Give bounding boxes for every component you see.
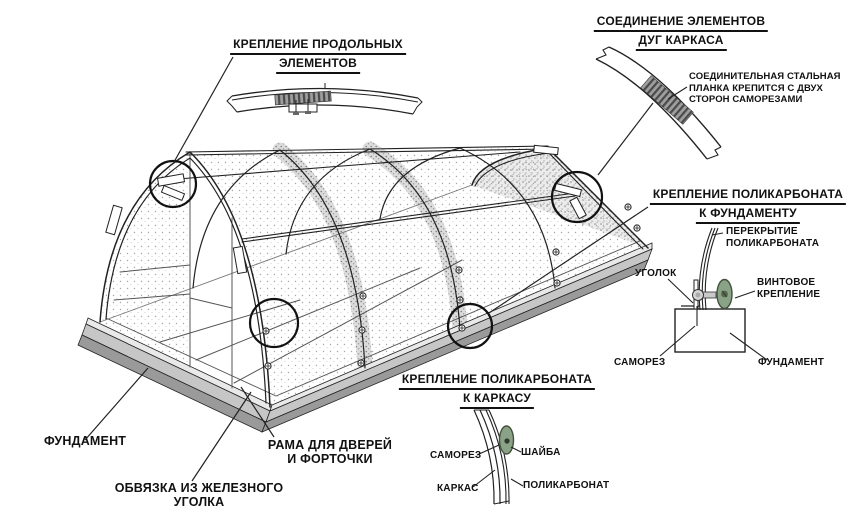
label-frame: КАРКАС [437,483,479,494]
label-door-frame-line2: И ФОРТОЧКИ [287,452,373,466]
title-poly-foundation: КРЕПЛЕНИЕ ПОЛИКАРБОНАТА К ФУНДАМЕНТУ [649,186,847,224]
title-longitudinal-line2: ЭЛЕМЕНТОВ [275,55,361,74]
detail-frame-drawing [472,409,524,505]
label-door-frame: РАМА ДЛЯ ДВЕРЕЙ И ФОРТОЧКИ [268,438,392,466]
title-longitudinal: КРЕПЛЕНИЕ ПРОДОЛЬНЫХ ЭЛЕМЕНТОВ [230,36,406,74]
label-overlap: ПЕРЕКРЫТИЕ ПОЛИКАРБОНАТА [726,226,819,249]
callout-lines [84,56,654,482]
longitudinal-stringers [164,145,576,243]
circle-longitudinal-joint [148,159,198,209]
detail-foundation-pointers [659,232,768,361]
detail-arc-joint-drawing [595,46,722,160]
circle-arc-joint [550,170,604,224]
title-poly-frame-line1: КРЕПЛЕНИЕ ПОЛИКАРБОНАТА [398,371,596,390]
label-foundation-detail: ФУНДАМЕНТ [758,357,825,368]
steel-plate-note-line1: СОЕДИНИТЕЛЬНАЯ СТАЛЬНАЯ [689,71,841,82]
title-arc-joint-line1: СОЕДИНЕНИЕ ЭЛЕМЕНТОВ [593,13,769,32]
label-strapping-line2: УГОЛКА [173,495,225,509]
label-door-frame-line1: РАМА ДЛЯ ДВЕРЕЙ [267,438,393,452]
title-poly-frame: КРЕПЛЕНИЕ ПОЛИКАРБОНАТА К КАРКАСУ [398,371,596,409]
label-strapping: ОБВЯЗКА ИЗ ЖЕЛЕЗНОГО УГОЛКА [115,481,284,509]
detail-longitudinal-drawing [226,83,423,115]
foundation-block [674,308,746,353]
label-overlap-line1: ПЕРЕКРЫТИЕ [726,226,798,237]
interior-framing [113,151,463,389]
connection-plates [105,144,587,275]
circle-frame-screw-front [248,297,300,349]
label-screw-mount-line1: ВИНТОВОЕ [757,277,816,288]
title-longitudinal-line1: КРЕПЛЕНИЕ ПРОДОЛЬНЫХ [230,36,406,55]
greenhouse-drawing [77,141,653,433]
title-poly-foundation-line1: КРЕПЛЕНИЕ ПОЛИКАРБОНАТА [649,186,847,205]
steel-plate-note-line3: СТОРОН САМОРЕЗАМИ [689,94,803,105]
label-screw-mount: ВИНТОВОЕ КРЕПЛЕНИЕ [757,277,820,300]
label-foundation-main: ФУНДАМЕНТ [44,434,127,448]
detail-foundation-drawing [659,227,768,361]
label-screw-foundation: САМОРЕЗ [614,357,666,368]
callout-circles [148,159,604,350]
title-poly-foundation-line2: К ФУНДАМЕНТУ [696,205,800,224]
label-angle: УГОЛОК [635,268,677,279]
circle-frame-screw-right [446,302,494,350]
label-overlap-line2: ПОЛИКАРБОНАТА [726,237,820,249]
label-polycarbonate: ПОЛИКАРБОНАТ [523,480,610,491]
label-screw-frame: САМОРЕЗ [430,450,482,461]
title-poly-frame-line2: К КАРКАСУ [459,390,535,409]
steel-plate-note-line2: ПЛАНКА КРЕПИТСЯ С ДВУХ [689,82,823,94]
title-arc-joint-line2: ДУГ КАРКАСА [635,32,727,51]
detail-frame-pointers [472,444,524,488]
label-screw-mount-line2: КРЕПЛЕНИЕ [757,288,821,300]
label-strapping-line1: ОБВЯЗКА ИЗ ЖЕЛЕЗНОГО [114,481,284,495]
steel-plate-note: СОЕДИНИТЕЛЬНАЯ СТАЛЬНАЯ ПЛАНКА КРЕПИТСЯ … [689,71,841,106]
label-washer: ШАЙБА [521,447,561,458]
title-arc-joint: СОЕДИНЕНИЕ ЭЛЕМЕНТОВ ДУГ КАРКАСА [593,13,769,51]
